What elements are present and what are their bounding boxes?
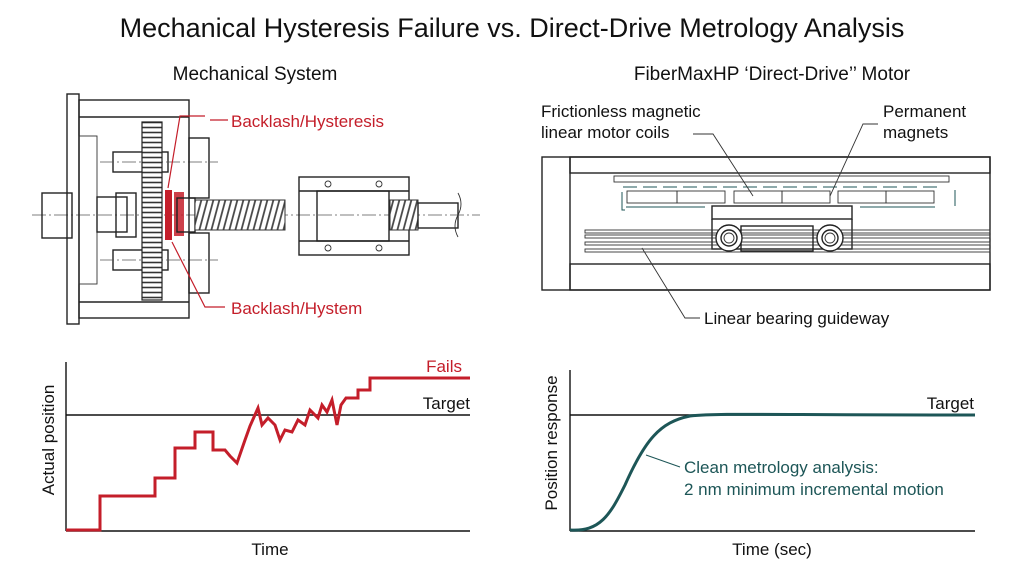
mechanical-gearbox-drawing <box>32 93 480 325</box>
right-x-label: Time (sec) <box>732 540 812 559</box>
main-title: Mechanical Hysteresis Failure vs. Direct… <box>120 13 905 43</box>
series-line-mechanical <box>66 376 470 532</box>
left-heading: Mechanical System <box>173 64 338 85</box>
left-target-label: Target <box>423 394 471 413</box>
direct-drive-motor-drawing <box>541 123 991 319</box>
right-heading: FiberMaxHP ‘Direct-Drive’’ Motor <box>634 64 911 85</box>
right-target-label: Target <box>927 394 975 413</box>
backlash-hysteresis-label: Backlash/Hysteresis <box>231 112 384 131</box>
magnets-label-line2: magnets <box>883 123 948 142</box>
metrology-annotation-line2: 2 nm minimum incremental motion <box>684 480 944 499</box>
left-y-label: Actual position <box>39 385 58 496</box>
coils-label-line1: Frictionless magnetic <box>541 102 701 121</box>
guideway-label: Linear bearing guideway <box>704 309 890 328</box>
backlash-hystem-label: Backlash/Hystem <box>231 299 362 318</box>
left-x-label: Time <box>251 540 288 559</box>
coils-label-line2: linear motor coils <box>541 123 670 142</box>
series-line-direct-drive <box>569 412 976 532</box>
mechanical-response-chart <box>65 362 470 532</box>
right-y-label: Position response <box>542 375 561 510</box>
fails-label: Fails <box>426 357 462 376</box>
magnets-label-line1: Permanent <box>883 102 966 121</box>
direct-drive-response-chart <box>569 370 976 532</box>
metrology-annotation-line1: Clean metrology analysis: <box>684 458 879 477</box>
